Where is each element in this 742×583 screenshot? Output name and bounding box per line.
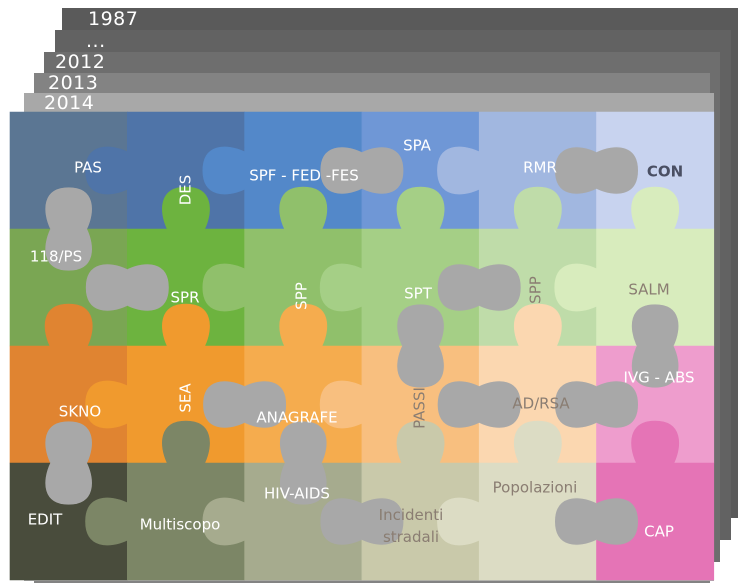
piece-label-rmr: RMR — [523, 159, 557, 177]
piece-label-incidenti: Incidenti stradali — [379, 506, 444, 546]
piece-label-adrsa: AD/RSA — [512, 395, 570, 413]
piece-label-edit: EDIT — [28, 511, 63, 529]
piece-label-multiscopo: Multiscopo — [140, 516, 221, 534]
piece-label-anagrafe: ANAGRAFE — [256, 409, 337, 427]
year-label: ... — [86, 30, 106, 52]
year-label: 2012 — [55, 51, 106, 73]
puzzle-piece-popolazioni — [437, 420, 597, 581]
piece-label-118ps: 118/PS — [30, 248, 82, 266]
puzzle-piece-salm — [554, 186, 715, 347]
piece-label-spt: SPT — [404, 285, 433, 303]
piece-label-popolazioni: Popolazioni — [493, 479, 578, 497]
piece-label-spp1: SPP — [293, 282, 311, 310]
piece-label-spf: SPF - FED -FES — [249, 167, 359, 185]
piece-label-ivg: IVG - ABS — [623, 369, 694, 387]
piece-label-des: DES — [177, 175, 195, 206]
piece-label-sea: SEA — [177, 383, 195, 413]
piece-label-hivaids: HIV-AIDS — [264, 485, 330, 503]
piece-label-skno: SKNO — [59, 403, 101, 421]
piece-label-spp2: SPP — [527, 276, 545, 304]
piece-label-salm: SALM — [628, 281, 669, 299]
year-label: 1987 — [88, 8, 139, 30]
piece-label-passi: PASSI — [411, 387, 429, 429]
piece-label-spa: SPA — [403, 137, 432, 155]
puzzle-piece-cap — [596, 420, 715, 581]
piece-label-pas: PAS — [74, 159, 102, 177]
puzzle-piece-hivaids — [202, 462, 363, 581]
piece-label-line: Incidenti — [379, 506, 444, 524]
year-label: 2013 — [48, 72, 99, 94]
piece-label-cap: CAP — [644, 523, 674, 541]
piece-label-con: CON — [647, 163, 683, 181]
piece-label-line: stradali — [383, 528, 439, 546]
piece-label-spr: SPR — [171, 289, 200, 307]
year-label: 2014 — [44, 92, 95, 114]
